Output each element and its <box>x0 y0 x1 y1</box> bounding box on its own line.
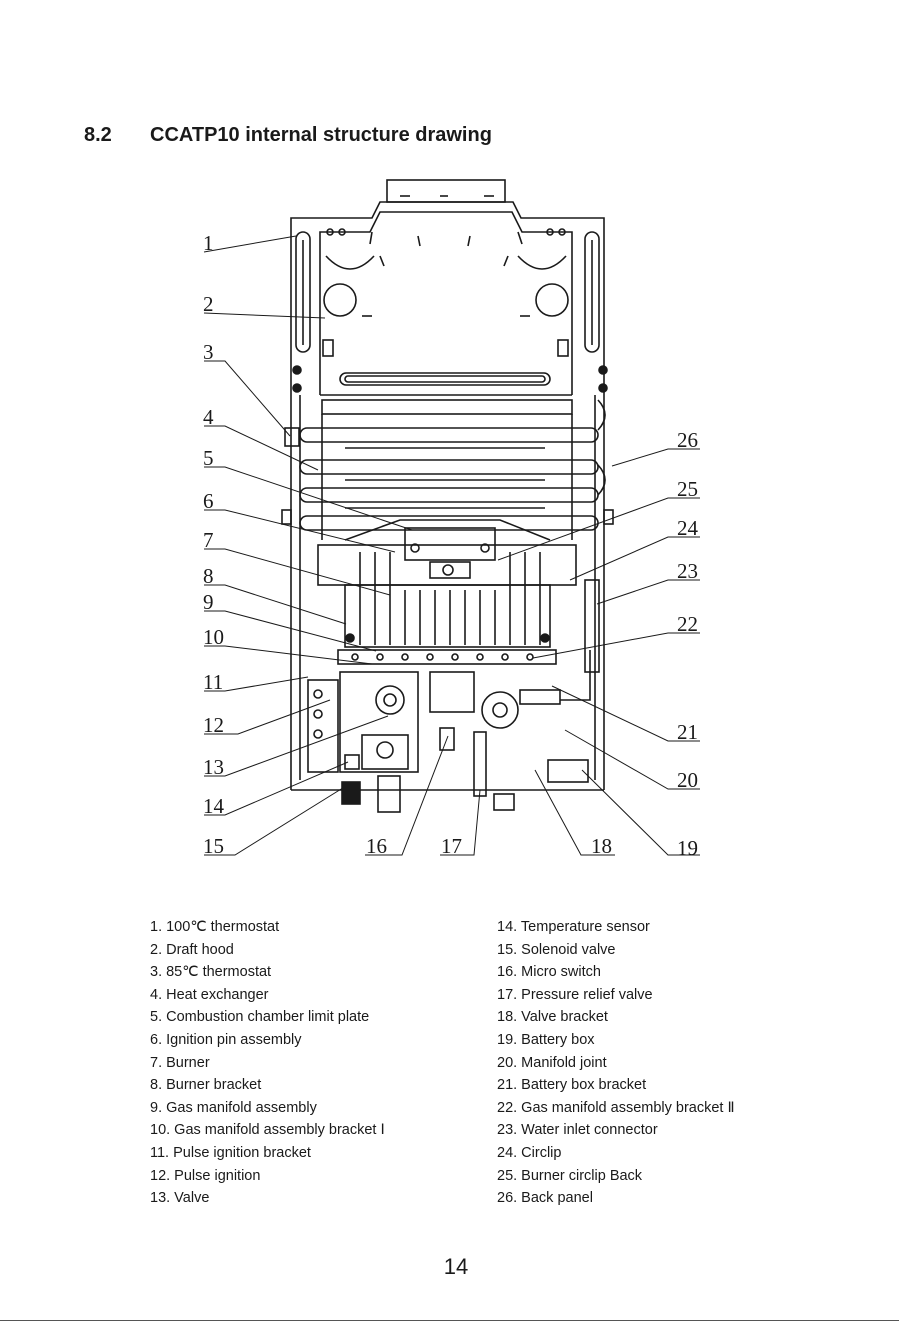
legend-item: 11. Pulse ignition bracket <box>150 1144 311 1161</box>
legend-item: 21. Battery box bracket <box>497 1077 647 1094</box>
legend-item: 22. Gas manifold assembly bracket Ⅱ <box>497 1099 735 1116</box>
legend-item: 3. 85℃ thermostat <box>150 964 272 981</box>
callout-17: 17 <box>441 834 462 858</box>
legend-item: 17. Pressure relief valve <box>497 986 653 1003</box>
legend-item: 8. Burner bracket <box>150 1077 262 1094</box>
callout-4: 4 <box>203 405 214 429</box>
legend-item: 13. Valve <box>150 1190 210 1207</box>
callout-3: 3 <box>203 340 214 364</box>
legend-item: 6. Ignition pin assembly <box>150 1031 302 1048</box>
section-heading: 8.2 CCATP10 internal structure drawing <box>84 124 492 147</box>
callout-13: 13 <box>203 755 224 779</box>
legend-item: 23. Water inlet connector <box>497 1122 658 1139</box>
legend-item: 5. Combustion chamber limit plate <box>150 1009 370 1026</box>
callout-9: 9 <box>203 590 214 614</box>
flue-outlet <box>386 179 506 203</box>
valve-assembly <box>307 579 600 813</box>
callout-7: 7 <box>203 528 214 552</box>
legend-item: 25. Burner circlip Back <box>497 1167 643 1184</box>
callout-25: 25 <box>677 477 698 501</box>
heat-exchanger <box>284 399 606 540</box>
page-number: 14 <box>443 1254 469 1279</box>
callout-24: 24 <box>677 516 699 540</box>
internal-structure-drawing: 1 2 3 4 5 6 7 8 9 10 11 12 13 14 15 16 1… <box>203 179 700 860</box>
legend-item: 1. 100℃ thermostat <box>150 919 280 935</box>
legend-item: 9. Gas manifold assembly <box>150 1099 317 1116</box>
legend-item: 19. Battery box <box>497 1031 595 1048</box>
callout-5: 5 <box>203 446 214 470</box>
section-number: 8.2 <box>84 124 112 146</box>
callout-26: 26 <box>677 428 698 452</box>
bottom-rule <box>0 1320 899 1321</box>
callout-2: 2 <box>203 292 214 316</box>
legend-item: 24. Circlip <box>497 1144 562 1161</box>
section-title: CCATP10 internal structure drawing <box>150 124 492 146</box>
legend-item: 7. Burner <box>150 1054 210 1071</box>
gas-manifold-assembly <box>337 649 557 665</box>
legend-item: 14. Temperature sensor <box>497 919 650 935</box>
burner <box>317 544 577 648</box>
callout-18: 18 <box>591 834 612 858</box>
callout-labels: 1 2 3 4 5 6 7 8 9 10 11 12 13 14 15 16 1… <box>203 231 699 860</box>
back-panel <box>281 201 614 791</box>
ignition-pin-assembly <box>344 519 551 579</box>
callout-21: 21 <box>677 720 698 744</box>
callout-6: 6 <box>203 489 214 513</box>
callout-1: 1 <box>203 231 214 255</box>
draft-hood <box>319 211 573 396</box>
callout-8: 8 <box>203 564 214 588</box>
legend-item: 15. Solenoid valve <box>497 941 616 958</box>
callout-11: 11 <box>203 670 223 694</box>
callout-22: 22 <box>677 612 698 636</box>
legend-item: 18. Valve bracket <box>497 1009 608 1026</box>
callout-23: 23 <box>677 559 698 583</box>
legend-item: 16. Micro switch <box>497 964 601 981</box>
parts-legend-left: 1. 100℃ thermostat 2. Draft hood 3. 85℃ … <box>150 916 385 1210</box>
legend-item: 26. Back panel <box>497 1190 593 1207</box>
callout-20: 20 <box>677 768 698 792</box>
legend-item: 12. Pulse ignition <box>150 1167 261 1184</box>
legend-item: 2. Draft hood <box>150 941 234 958</box>
callout-19: 19 <box>677 836 698 860</box>
callout-12: 12 <box>203 713 224 737</box>
legend-item: 4. Heat exchanger <box>150 986 269 1003</box>
parts-legend-right: 14. Temperature sensor 15. Solenoid valv… <box>497 916 735 1210</box>
callout-15: 15 <box>203 834 224 858</box>
legend-item: 10. Gas manifold assembly bracket Ⅰ <box>150 1122 385 1139</box>
callout-16: 16 <box>366 834 387 858</box>
legend-item: 20. Manifold joint <box>497 1054 607 1071</box>
callout-14: 14 <box>203 794 225 818</box>
callout-10: 10 <box>203 625 224 649</box>
leader-lines <box>203 235 700 856</box>
